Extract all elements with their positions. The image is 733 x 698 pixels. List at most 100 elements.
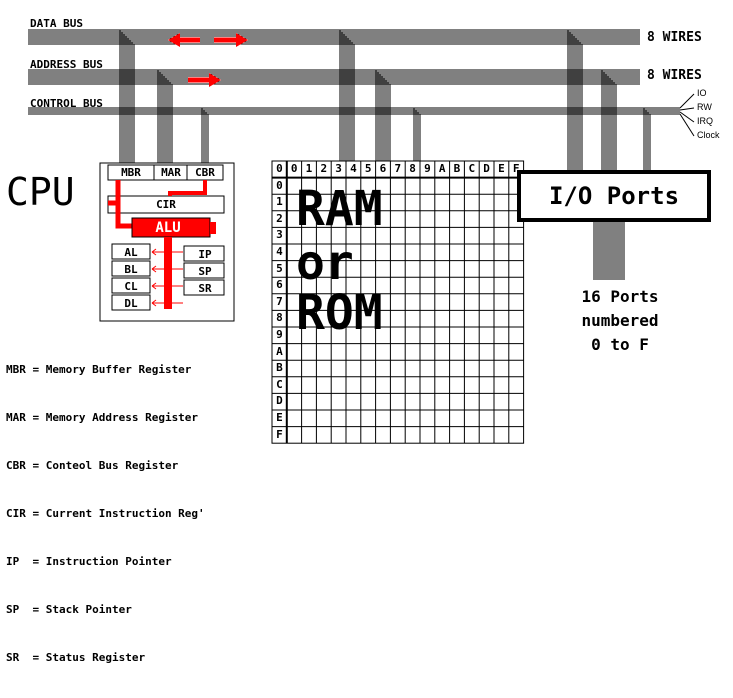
address-bus-label: ADDRESS BUS bbox=[30, 58, 103, 71]
register-legend: MBR = Memory Buffer Register MAR = Memor… bbox=[6, 330, 205, 698]
io-ports-box bbox=[517, 170, 711, 222]
general-register-box bbox=[111, 243, 151, 260]
legend-item-cir: CIR = Current Instruction Reg' bbox=[6, 507, 205, 520]
memory-row-header: 1 bbox=[276, 195, 283, 209]
memory-row-header: E bbox=[276, 411, 283, 424]
alu-label: ALU bbox=[155, 220, 181, 236]
memory-label-rom: ROM bbox=[296, 285, 383, 341]
register-cir: CIR bbox=[156, 198, 176, 211]
register-arrowhead bbox=[151, 248, 157, 256]
cpu-architecture-diagram: DATA BUS ADDRESS BUS CONTROL BUS 8 WIRES… bbox=[6, 17, 720, 664]
legend-item-mar: MAR = Memory Address Register bbox=[6, 411, 199, 424]
legend-item-sp: SP = Stack Pointer bbox=[6, 603, 132, 616]
memory-row-header: 7 bbox=[276, 294, 283, 308]
general-register-box bbox=[111, 260, 151, 277]
memory-col-header: 2 bbox=[320, 162, 328, 175]
memory-row-header: F bbox=[276, 427, 283, 441]
register-arrowhead bbox=[151, 282, 157, 290]
memory-row-header: 0 bbox=[276, 178, 283, 192]
memory-col-header: 4 bbox=[350, 162, 357, 175]
register-bl: BL bbox=[124, 263, 138, 276]
memory-label-or: or bbox=[296, 235, 354, 291]
memory-col-header: 6 bbox=[379, 162, 387, 175]
memory-col-header: C bbox=[468, 162, 476, 175]
alu-right-tab bbox=[210, 222, 216, 234]
data-bus-wire-count: 8 WIRES bbox=[647, 30, 702, 45]
legend-item-cbr: CBR = Conteol Bus Register bbox=[6, 459, 179, 472]
register-arrowhead bbox=[151, 265, 157, 273]
internal-data-path bbox=[164, 237, 172, 309]
special-register-box bbox=[183, 279, 225, 296]
memory-row-header: 3 bbox=[276, 228, 283, 242]
register-cl: CL bbox=[124, 280, 138, 293]
io-ports-title: I/O Ports bbox=[548, 182, 680, 210]
memory-row-header: 9 bbox=[276, 328, 283, 341]
control-line-fanout bbox=[679, 113, 695, 137]
register-mar: MAR bbox=[161, 166, 181, 179]
memory-row-header: 8 bbox=[276, 311, 283, 325]
register-dl: DL bbox=[124, 297, 138, 310]
register-al: AL bbox=[124, 246, 138, 259]
legend-item-ip: IP = Instruction Pointer bbox=[6, 555, 172, 568]
register-ip: IP bbox=[198, 248, 212, 261]
diagram-canvas bbox=[28, 29, 711, 444]
legend-item-mbr: MBR = Memory Buffer Register bbox=[6, 363, 192, 376]
memory-row-header: B bbox=[276, 361, 283, 375]
control-line-irq: IRQ bbox=[697, 116, 714, 126]
cir-alu-path bbox=[115, 203, 135, 229]
register-arrowhead bbox=[151, 299, 157, 307]
register-mbr: MBR bbox=[121, 166, 141, 179]
memory-col-header: 8 bbox=[409, 162, 416, 175]
cpu-block bbox=[99, 162, 235, 322]
memory-col-header: D bbox=[483, 162, 490, 175]
memory-row-header: 6 bbox=[276, 278, 283, 292]
control-line-rw: RW bbox=[697, 102, 712, 112]
io-caption-line2: numbered bbox=[581, 311, 659, 330]
cpu-title: CPU bbox=[6, 170, 75, 214]
memory-row-header: 5 bbox=[276, 261, 283, 275]
control-line-fanout bbox=[679, 93, 695, 109]
memory-col-header: A bbox=[438, 162, 446, 175]
cbr-path bbox=[168, 180, 207, 196]
memory-col-header: B bbox=[453, 162, 461, 175]
data-bus-right-arrowhead bbox=[236, 33, 248, 47]
data-bus-left-arrowhead bbox=[168, 33, 180, 47]
memory-col-header: E bbox=[498, 162, 505, 175]
data-bus-label: DATA BUS bbox=[30, 17, 83, 30]
address-bus-arrowhead bbox=[209, 73, 221, 87]
bus-lines bbox=[28, 29, 695, 172]
memory-row-header: A bbox=[276, 344, 283, 358]
memory-col-header: 5 bbox=[364, 162, 372, 175]
memory-col-header: 7 bbox=[394, 162, 402, 175]
memory-col-header: F bbox=[512, 162, 520, 175]
io-ports-block bbox=[517, 170, 711, 280]
control-line-io: IO bbox=[697, 88, 707, 98]
memory-row-header: C bbox=[276, 377, 283, 391]
memory-col-header: 1 bbox=[305, 162, 313, 175]
memory-col-header: 0 bbox=[290, 162, 298, 175]
control-line-fanout bbox=[679, 107, 695, 111]
register-cbr: CBR bbox=[195, 166, 215, 179]
memory-grid bbox=[271, 160, 525, 444]
memory-grid-frame bbox=[271, 160, 525, 444]
legend-item-sr: SR = Status Register bbox=[6, 651, 146, 664]
io-caption-line1: 16 Ports bbox=[581, 287, 659, 306]
register-sr: SR bbox=[198, 282, 212, 295]
control-line-clock: Clock bbox=[697, 130, 720, 140]
memory-label-ram: RAM bbox=[296, 181, 383, 237]
special-register-box bbox=[183, 245, 225, 262]
address-bus-wire-count: 8 WIRES bbox=[647, 68, 702, 83]
memory-row-header: 2 bbox=[276, 211, 283, 225]
memory-col-header: 9 bbox=[424, 162, 431, 175]
register-sp: SP bbox=[198, 265, 212, 278]
control-bus-label: CONTROL BUS bbox=[30, 97, 103, 110]
special-register-box bbox=[183, 262, 225, 279]
memory-row-header: D bbox=[276, 394, 283, 408]
memory-row-header: 4 bbox=[276, 245, 283, 258]
general-register-box bbox=[111, 294, 151, 311]
io-caption-line3: 0 to F bbox=[591, 335, 649, 354]
bus-direction-arrows bbox=[168, 33, 248, 87]
general-register-box bbox=[111, 277, 151, 294]
memory-corner-header: 0 bbox=[276, 162, 283, 175]
control-line-fanout bbox=[679, 111, 695, 123]
